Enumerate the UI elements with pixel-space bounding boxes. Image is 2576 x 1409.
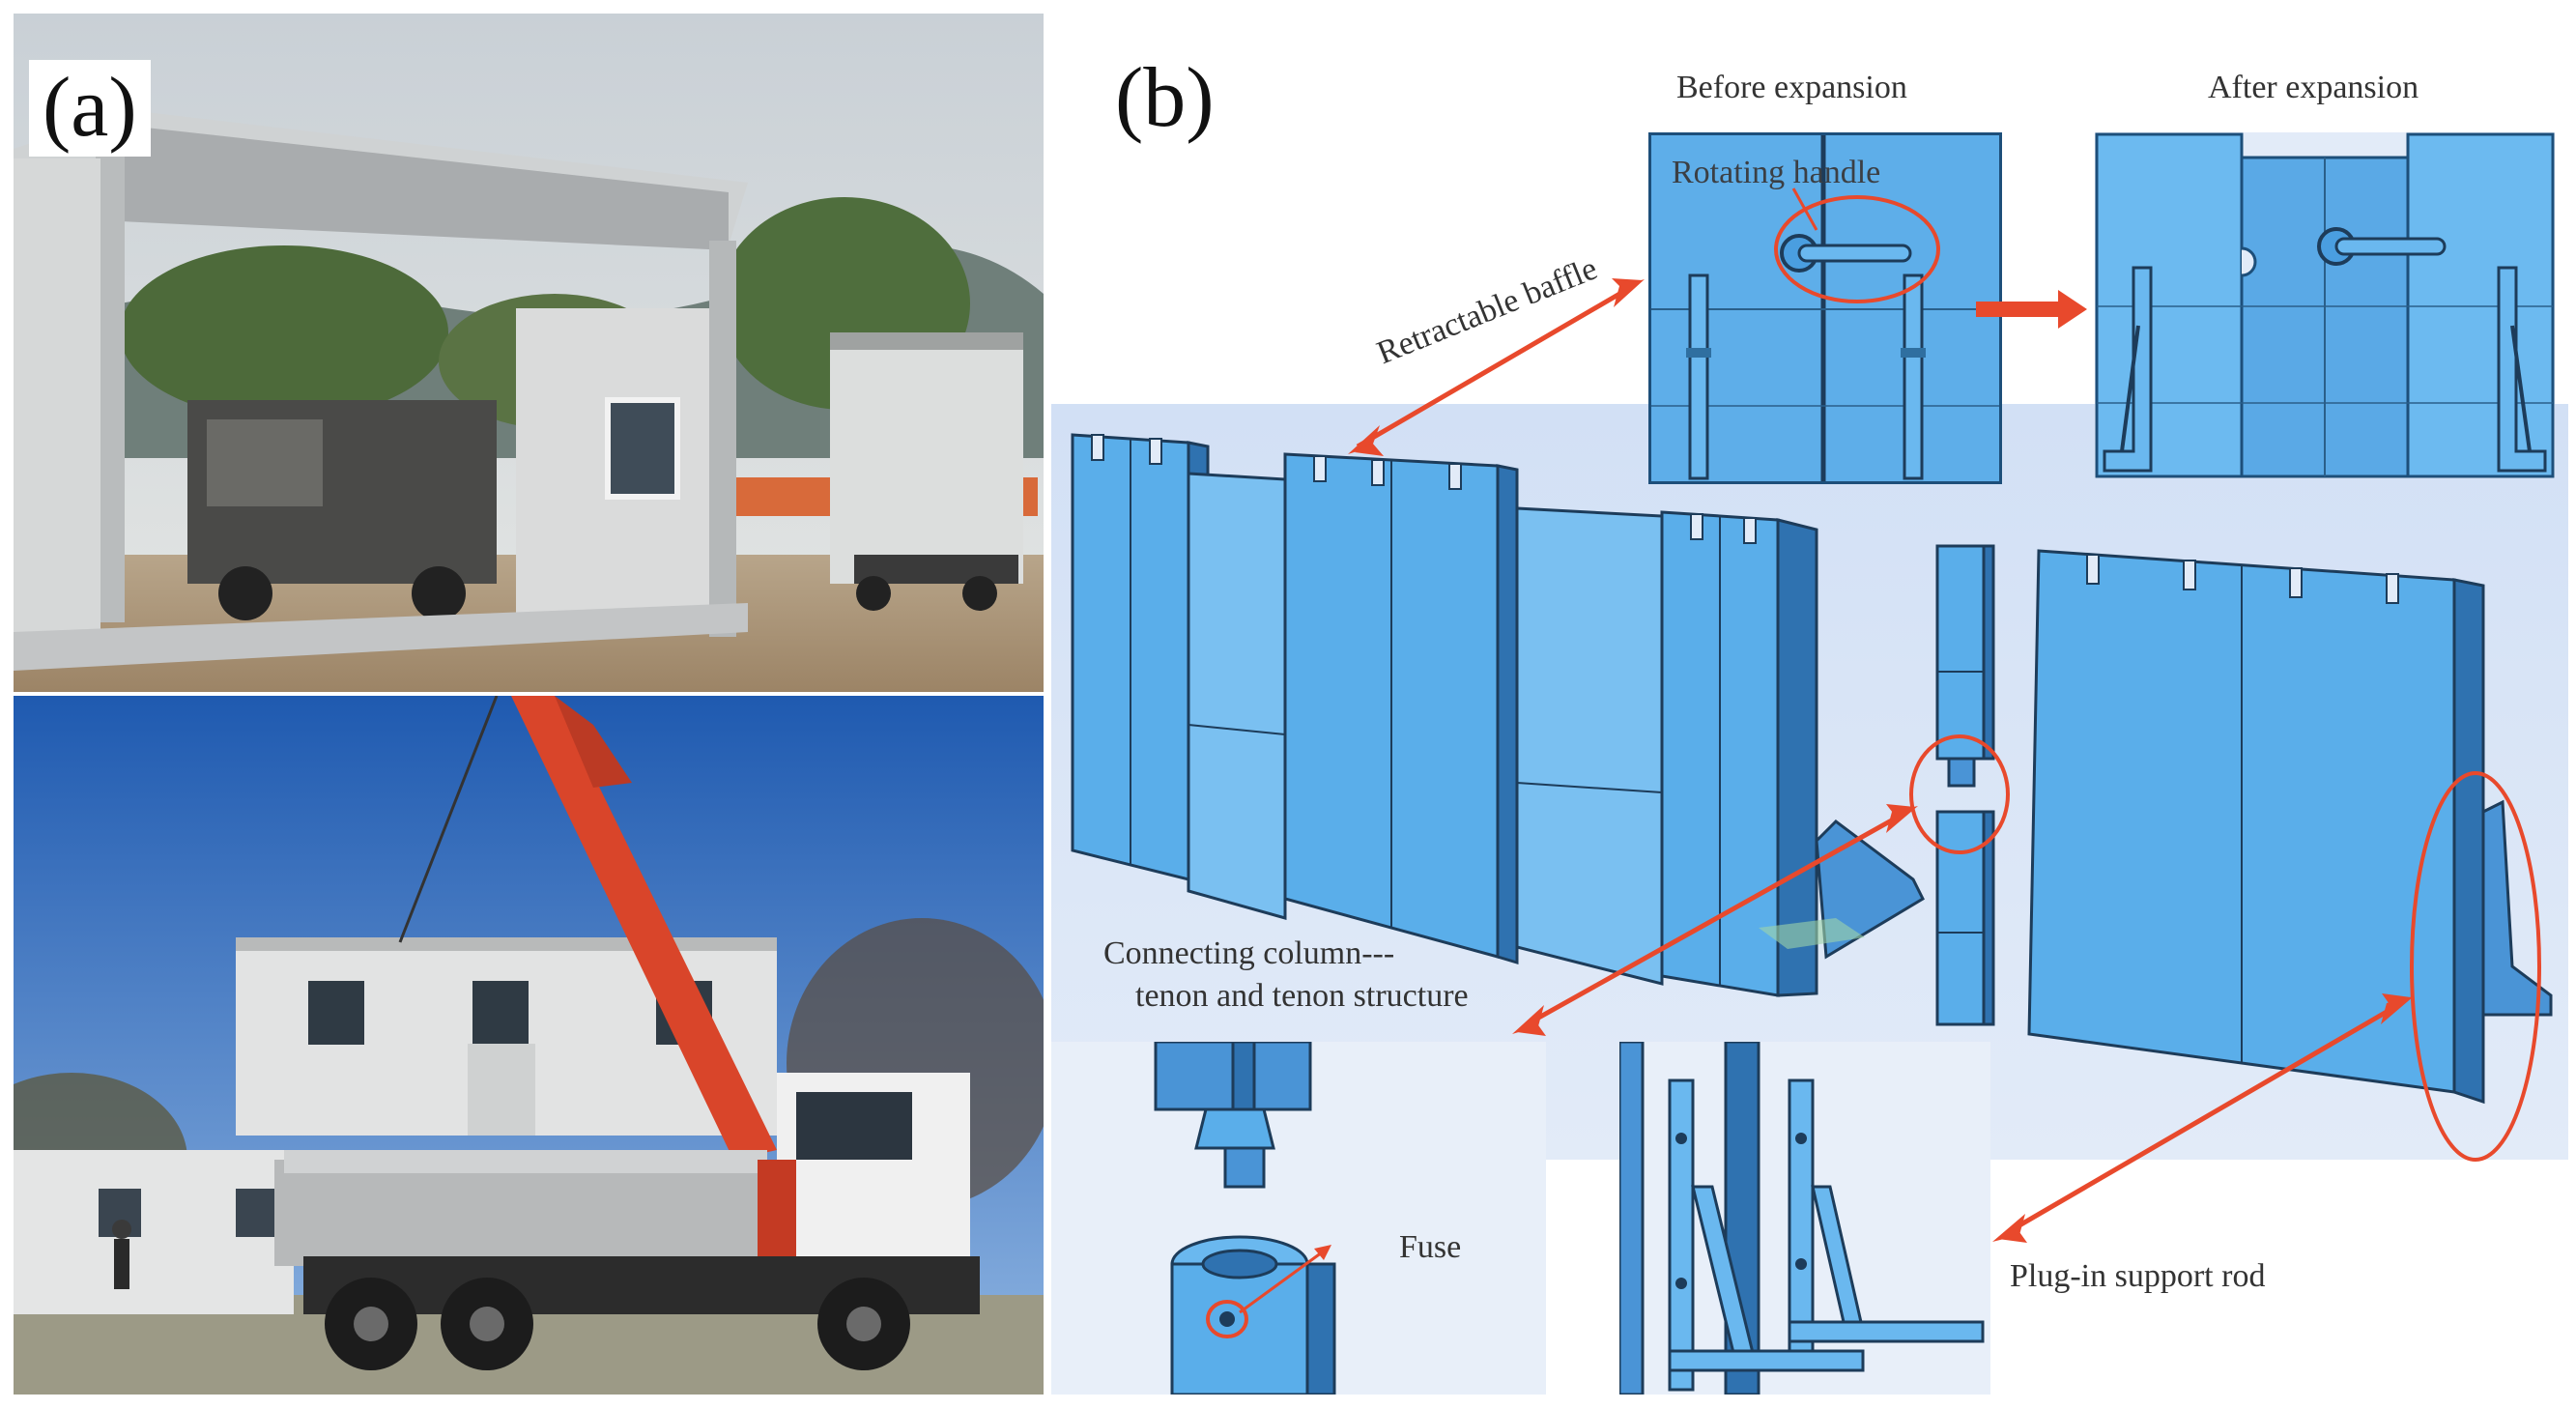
photo-crane-truck	[14, 696, 1044, 1395]
connecting-column	[1935, 544, 1995, 1026]
panel-label-a: (a)	[29, 60, 151, 157]
support-rod-detail-view	[1619, 1042, 1990, 1395]
baffle-wall-assembly	[1071, 433, 1925, 997]
panel-label-b: (b)	[1115, 51, 1215, 145]
expanded-baffle-view	[2027, 549, 2553, 1105]
label-after-expansion: After expansion	[2208, 70, 2419, 105]
label-retractable-baffle: Retractable baffle	[1372, 250, 1603, 372]
photo-container-expansion	[14, 14, 1044, 692]
label-before-expansion: Before expansion	[1676, 70, 1907, 105]
after-expansion-view	[2095, 132, 2555, 478]
label-connecting-column-line2: tenon and tenon structure	[1135, 978, 1469, 1014]
label-rotating-handle: Rotating handle	[1672, 155, 1881, 190]
tenon-detail-view	[1051, 1042, 1546, 1395]
before-expansion-view	[1648, 132, 2002, 484]
label-plug-in-support-rod: Plug-in support rod	[2010, 1258, 2266, 1294]
photo-expandable-container	[14, 14, 1044, 692]
photo-container-crane	[14, 696, 1044, 1395]
label-fuse: Fuse	[1399, 1229, 1462, 1265]
label-connecting-column-line1: Connecting column---	[1103, 935, 1395, 971]
